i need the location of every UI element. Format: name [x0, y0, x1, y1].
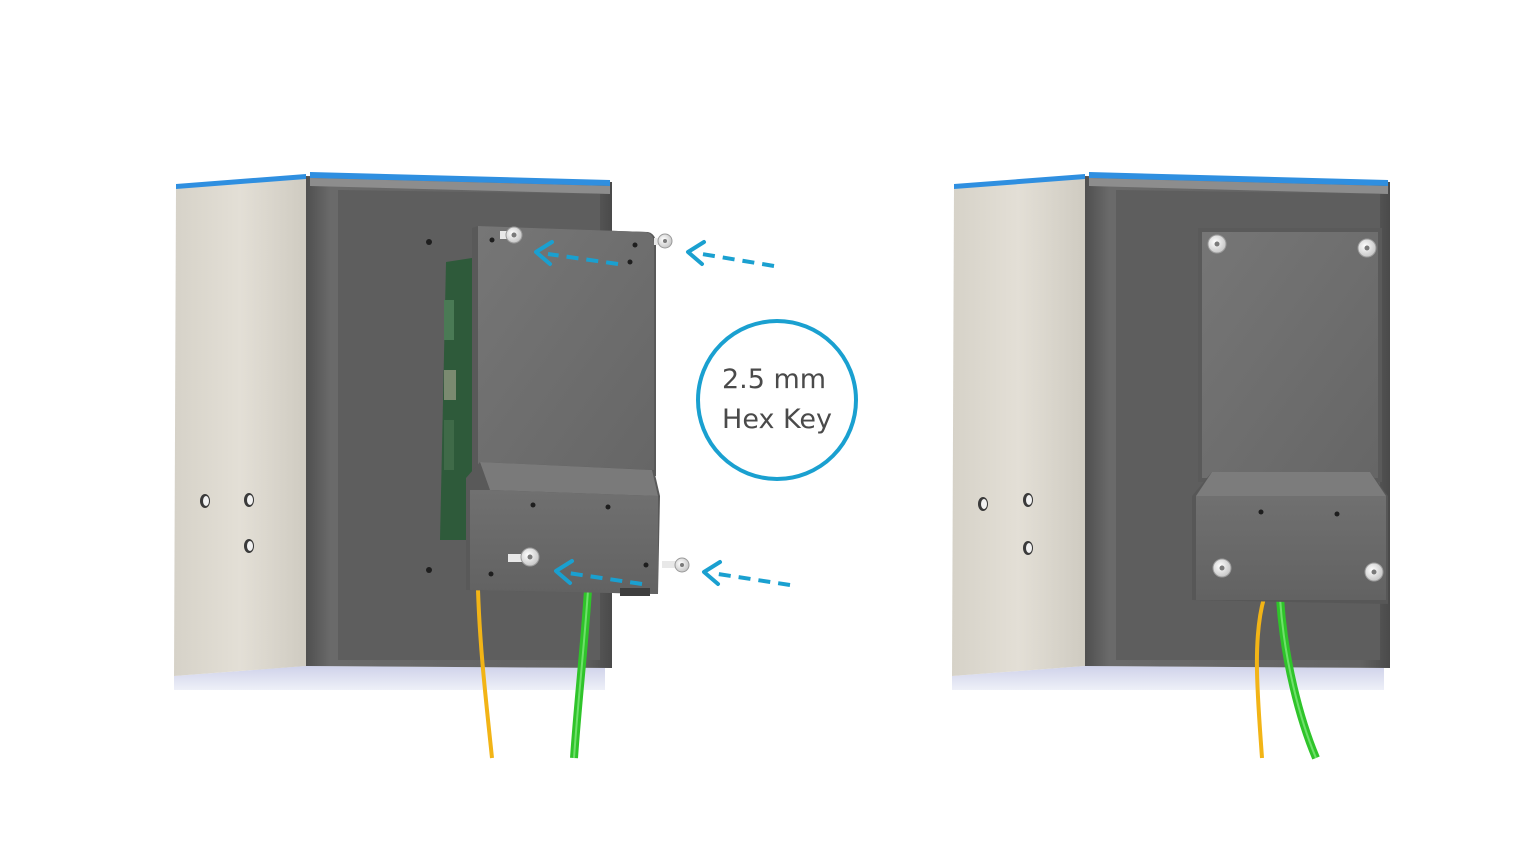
mounting-plate — [466, 226, 660, 596]
right-enclosure-side — [952, 176, 1085, 676]
screw-icon — [1364, 562, 1384, 582]
screw-icon — [1207, 234, 1227, 254]
screw-icon — [1212, 558, 1232, 578]
left-top-edge-back — [310, 172, 610, 186]
tool-label-size: 2.5 mm — [722, 364, 826, 395]
mounted-plate-face — [1202, 232, 1378, 478]
dashed-arrow-icon — [554, 559, 643, 586]
side-screw-icon — [244, 493, 254, 507]
side-screw-icon — [1023, 541, 1033, 555]
dashed-arrow-icon — [686, 240, 775, 268]
mounted-plate — [1192, 228, 1388, 604]
right-enclosure — [952, 172, 1390, 760]
side-screw-icon — [978, 497, 988, 511]
left-enclosure-bottom — [174, 666, 605, 690]
right-top-edge-side — [954, 174, 1085, 189]
mount-hole — [426, 239, 432, 245]
tool-label-circle — [696, 319, 858, 481]
plate-face — [478, 226, 654, 474]
tool-label: 2.5 mm Hex Key — [696, 319, 858, 481]
left-top-lip — [310, 178, 610, 194]
mount-hole — [426, 567, 432, 573]
left-enclosure — [174, 172, 690, 759]
plate-block-front — [470, 490, 658, 594]
screw-icon — [500, 226, 523, 244]
tool-label-name: Hex Key — [722, 404, 832, 435]
side-screw-icon — [200, 494, 210, 508]
mounted-block-top — [1196, 472, 1386, 496]
screw-icon — [654, 233, 673, 249]
right-top-edge-back — [1089, 172, 1388, 186]
yellow-wire — [476, 589, 494, 759]
screw-icon — [508, 547, 540, 567]
dashed-arrow-icon — [702, 560, 791, 587]
dashed-arrow-icon — [534, 240, 619, 266]
yellow-wire — [1254, 597, 1266, 759]
mounted-block-front — [1196, 496, 1386, 600]
screw-icon — [1357, 238, 1377, 258]
left-enclosure-side — [174, 176, 306, 676]
side-screw-icon — [1023, 493, 1033, 507]
plate-block-top — [480, 462, 658, 496]
side-screw-icon — [244, 539, 254, 553]
right-enclosure-bottom — [952, 666, 1384, 690]
left-top-edge-side — [176, 174, 306, 189]
screw-icon — [662, 557, 690, 573]
